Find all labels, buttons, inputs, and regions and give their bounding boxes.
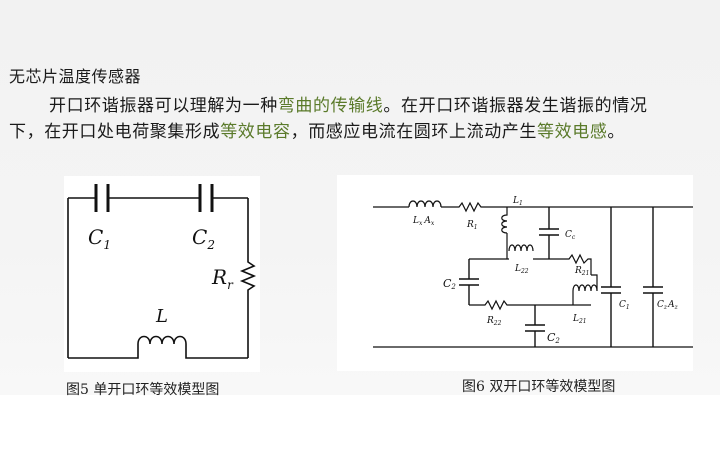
figure5-caption: 图5 单开口环等效模型图 [66,382,220,398]
para-text-3: ，而感应电流在圆环上流动产生 [290,122,538,142]
fig6-label-c2-left: C2 [443,277,456,291]
para-text-1: 开口环谐振器可以理解为一种 [49,96,278,116]
fig6-capacitor-c1 [601,207,621,347]
fig6-label-l1: L1 [512,196,523,207]
fig6-resistor-r22 [469,299,559,311]
fig6-inductor-lx [408,200,442,208]
fig5-bottom-wire-right [185,344,248,359]
figure6-caption: 图6 双开口环等效模型图 [462,379,616,395]
fig5-label-c2: C2 [192,225,215,252]
fig6-capacitor-cc [539,207,559,259]
fig5-label-rr: Rr [211,265,234,292]
slide-heading: 无芯片温度传感器 [9,67,142,86]
fig6-inductor-l22 [508,244,534,252]
fig6-label-c2-bottom: C2 [547,331,560,345]
fig6-label-c1: C1 [619,300,630,311]
fig6-inductor-l21 [572,274,598,305]
fig6-resistor-r21 [533,253,592,275]
figure5-circuit: C1 C2 Rr L [67,184,257,359]
fig6-capacitor-c2-bottom [525,305,545,347]
fig6-label-r22: R22 [486,316,502,327]
highlight-transmission-line: 弯曲的传输线 [277,96,384,116]
fig6-label-cc: Cc [565,230,576,241]
fig6-label-l21: L21 [572,314,587,325]
fig5-label-l: L [155,306,168,327]
para-text-2: 。在开口环谐振器发生谐振的情况下，在开口处电荷聚集形成 [9,96,648,142]
fig5-label-c1: C1 [88,225,111,252]
highlight-equivalent-capacitance: 等效电容 [220,122,291,142]
fig6-label-l22: L22 [514,264,529,275]
fig5-resistor-rr [239,198,257,358]
fig6-inductor-l1 [501,207,508,234]
fig6-capacitor-c2-left [459,259,479,305]
fig6-label-r21: R21 [574,266,589,277]
fig6-capacitor-cz [643,207,663,347]
para-text-4: 。 [607,122,626,142]
body-paragraph: 开口环谐振器可以理解为一种弯曲的传输线。在开口环谐振器发生谐振的情况下，在开口处… [9,93,649,145]
fig5-inductor-l [137,335,187,345]
fig6-resistor-r1 [441,201,507,213]
figure5-panel: C1 C2 Rr L [64,176,260,372]
fig6-label-r1: R1 [466,220,478,231]
highlight-equivalent-inductance: 等效电感 [537,122,608,142]
fig5-bottom-wire-left [68,344,139,359]
fig6-label-cz-az: CzAz [657,300,679,311]
